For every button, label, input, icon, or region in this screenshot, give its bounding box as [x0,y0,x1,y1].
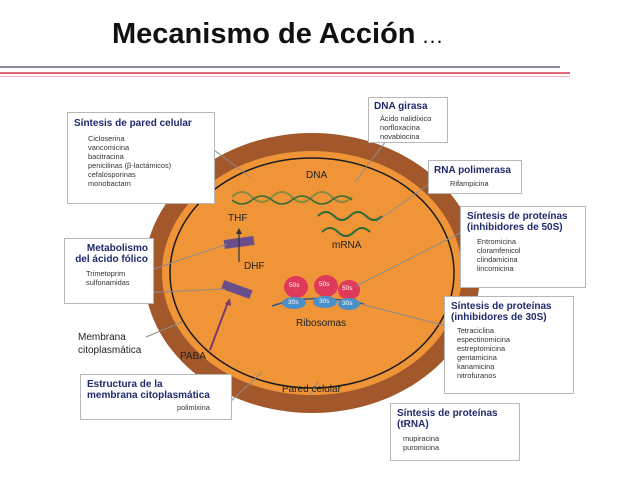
drug-item: cefalosporinas [88,170,136,179]
drug-item: kanamicina [457,362,495,371]
ribosome-50s-1: 50s [289,282,300,289]
cell-membrane [169,157,455,389]
drug-item: estreptomicina [457,344,506,353]
box-proteinas-trna: Síntesis de proteínas (tRNA) mupiracina … [390,403,520,461]
box-proteinas-50s: Síntesis de proteínas (inhibidores de 50… [460,206,586,288]
box-proteinas-30s: Síntesis de proteínas (inhibidores de 30… [444,296,574,394]
drug-item: mupiracina [403,434,440,443]
drug-item: norfloxacina [380,123,420,132]
membrana-label-2: citoplasmática [78,345,142,356]
dna-strand-2 [231,195,353,205]
box-trna-header-2: (tRNA) [397,419,429,430]
pared-celular-label: Pared celular [282,384,341,395]
ribosome-50s-2: 50s [319,281,330,288]
ribosomes-label: Ribosomas [296,318,347,329]
enzyme-bar-lower [221,280,253,299]
pointer-pared [209,146,251,178]
paba-label: PABA [180,351,206,362]
dna-label: DNA [306,170,328,181]
drug-item: cloramfenicol [477,246,521,255]
drug-item: puromicina [403,443,440,452]
drug-item: gentamicina [457,353,497,362]
pointer-estructura [229,371,263,403]
pointer-50s [355,231,463,287]
box-50s-header-2: (inhibidores de 50S) [467,222,563,233]
drug-item: Trimetoprim [86,269,126,278]
dhf-label: DHF [244,261,265,272]
drug-item: polimixina [177,403,210,412]
ribosome-30s-1: 30s [288,299,299,306]
drug-item: lincomicina [477,264,514,273]
box-membrana: Estructura de la membrana citoplasmática… [80,374,232,420]
drug-item: bacitracina [88,152,124,161]
box-rnapol-header: RNA polimerasa [434,165,511,176]
box-50s-header-1: Síntesis de proteínas [467,211,568,222]
drug-item: vancomicina [88,143,130,152]
ribosome-30s-2: 30s [319,298,330,305]
mrna-label: mRNA [332,240,362,251]
title-text: Mecanismo de Acción [112,18,416,50]
drug-item: nitrofuranos [457,371,497,380]
title-rule-pink [0,72,570,74]
box-rna-polimerasa: RNA polimerasa Rifampicina [428,160,522,194]
box-30s-header-1: Síntesis de proteínas [451,301,552,312]
dna-strand [231,191,353,203]
box-acido-folico: Metabolismo del ácido fólico Trimetoprim… [64,238,154,304]
mrna-strand-2 [321,227,371,237]
pointer-rnapol [375,181,433,223]
cytoplasm [162,151,462,395]
drug-item: clindamicina [477,255,518,264]
box-dna-girasa: DNA girasa Ácido nalidíxico norfloxacina… [368,97,448,143]
box-pared-celular: Síntesis de pared celular Cicloserina va… [67,112,215,204]
box-membrana-header-2: membrana citoplasmática [87,390,210,401]
ribosome-group [271,275,365,310]
title-ellipsis: … [421,23,444,48]
drug-item: Ácido nalidíxico [380,114,432,123]
drug-item: novabiocina [380,132,420,141]
drug-item: monobactam [88,179,131,188]
box-trna-header-1: Síntesis de proteínas [397,408,498,419]
pointer-folico-1 [150,243,228,271]
pointer-pared-celular [309,381,319,395]
drug-item: sulfonamidas [86,278,130,287]
drug-item: Rifampicina [450,179,489,188]
box-30s-header-2: (inhibidores de 30S) [451,312,547,323]
slide-title: Mecanismo de Acción… [112,18,444,51]
drug-item: Tetraciclina [457,326,494,335]
paba-arrow [209,301,229,351]
ribosome-50s-3: 50s [342,285,353,292]
ribosome-30s-3: 30s [342,300,353,307]
drug-item: Entromicina [477,237,517,246]
mrna-strand [317,211,383,221]
box-pared-header: Síntesis de pared celular [74,118,192,129]
drug-item: espectinomicina [457,335,510,344]
pointer-membrana [145,321,183,338]
box-folico-header-2: del ácido fólico [75,254,148,265]
membrana-label-1: Membrana [78,332,126,343]
box-girasa-header: DNA girasa [374,101,428,112]
drug-item: Cicloserina [88,134,125,143]
title-rule-pink-2 [0,76,570,77]
drug-item: penicilinas (β-lactámicos) [88,161,172,170]
title-rule-dark [0,66,560,68]
box-folico-header-1: Metabolismo [86,243,148,254]
pointer-30s [360,303,447,327]
thf-label: THF [228,213,248,224]
box-membrana-header-1: Estructura de la [87,379,163,390]
